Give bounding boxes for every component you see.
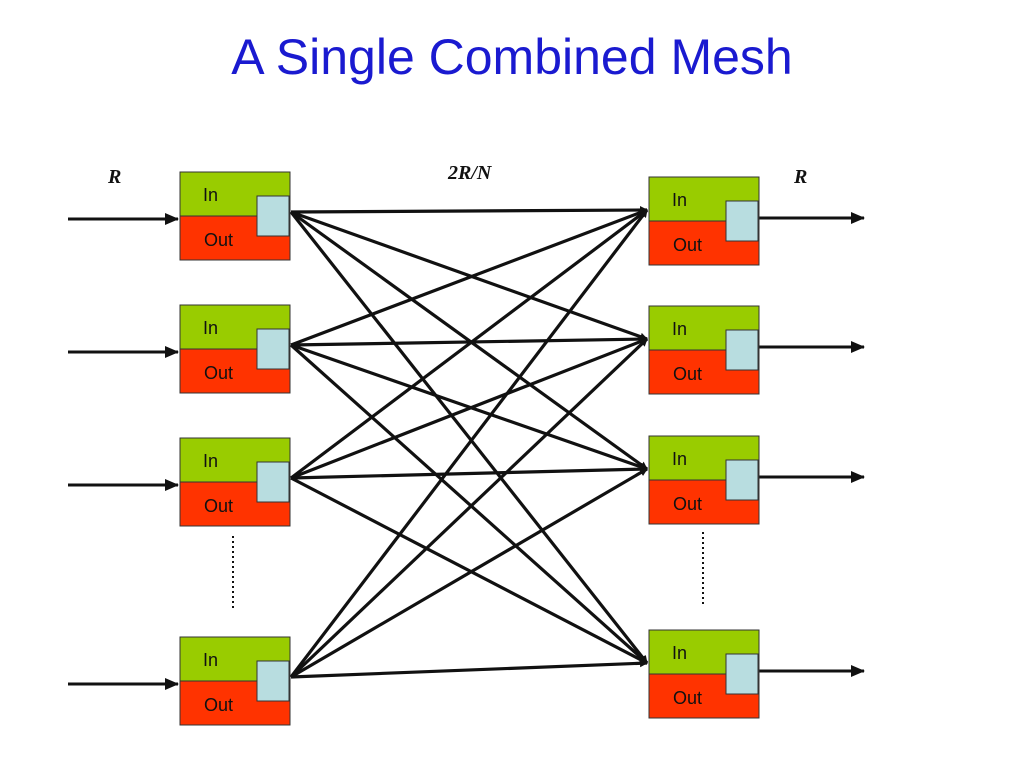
buffer [725, 653, 759, 695]
out-section [648, 220, 760, 266]
mesh-link-1-4 [289, 211, 649, 664]
in-label: In [203, 650, 218, 670]
buffer [256, 660, 290, 702]
in-label: In [672, 643, 687, 663]
output-rate-label: R [793, 166, 807, 188]
buffer [256, 461, 290, 503]
out-label: Out [673, 688, 702, 708]
out-label: Out [204, 496, 233, 516]
in-section [648, 435, 760, 481]
buffer [725, 459, 759, 501]
mesh-link-3-2 [290, 337, 648, 480]
mesh-link-2-1 [290, 208, 648, 347]
mesh-link-3-3 [290, 465, 648, 480]
in-label: In [203, 318, 218, 338]
mesh-link-1-1 [290, 206, 648, 215]
mesh-link-3-4 [290, 476, 648, 665]
mesh-link-3-1 [290, 208, 648, 480]
out-label: Out [673, 364, 702, 384]
buffer [725, 329, 759, 371]
in-label: In [203, 185, 218, 205]
mesh-link-4-4 [290, 659, 648, 679]
out-label: Out [204, 363, 233, 383]
mesh-link-4-2 [289, 337, 649, 679]
mesh-link-2-4 [289, 343, 649, 665]
out-label: Out [673, 494, 702, 514]
out-label: Out [673, 235, 702, 255]
mesh-link-1-2 [290, 210, 648, 341]
input-rate-label: R [107, 166, 121, 188]
in-label: In [203, 451, 218, 471]
buffer [725, 200, 759, 242]
out-label: Out [204, 230, 233, 250]
buffer [256, 328, 290, 370]
slide-title: A Single Combined Mesh [231, 29, 793, 85]
in-label: In [672, 319, 687, 339]
mesh-link-4-1 [289, 209, 649, 678]
mesh-link-4-3 [290, 467, 648, 679]
mesh-links [289, 206, 649, 679]
io-arrows [68, 212, 865, 690]
out-label: Out [204, 695, 233, 715]
mesh-rate-label: 2R/N [447, 162, 493, 184]
buffer [256, 195, 290, 237]
in-label: In [672, 449, 687, 469]
in-label: In [672, 190, 687, 210]
